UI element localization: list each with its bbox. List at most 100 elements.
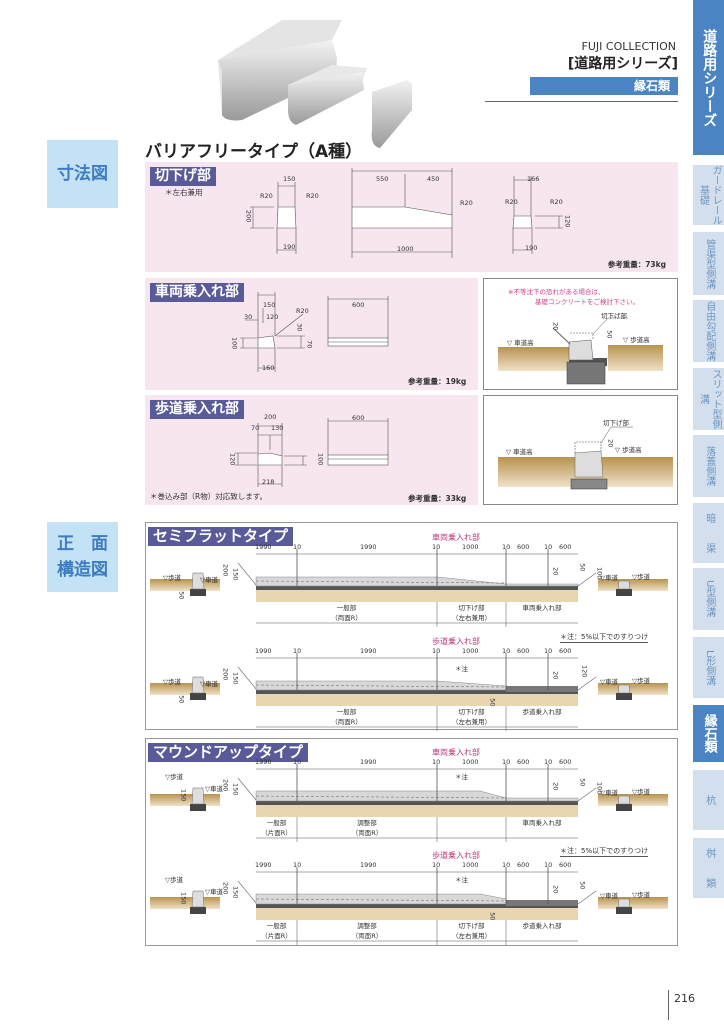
dim-label: 150 bbox=[263, 301, 276, 309]
dim-label: 30 bbox=[295, 323, 304, 332]
sidebar-tab-label: 暗 渠 bbox=[703, 513, 715, 553]
profile-title: 車両乗入れ部 bbox=[432, 533, 480, 542]
right-gravel bbox=[616, 589, 632, 596]
sidebar-tab-label: U型側溝 bbox=[703, 580, 715, 618]
left-height-label: 150 bbox=[231, 886, 240, 899]
inset2-h1: 20 bbox=[606, 439, 615, 448]
base-layer bbox=[256, 586, 578, 590]
pedestrian-weight: 参考重量：33kg bbox=[408, 494, 467, 503]
hidden-line bbox=[255, 898, 507, 902]
right-height-label: 20 bbox=[551, 671, 560, 680]
segment-label: 切下げ部 bbox=[458, 708, 485, 716]
dim-label: 600 bbox=[559, 758, 572, 766]
right-gravel bbox=[616, 907, 632, 914]
sidebar-tab[interactable]: 自由勾配側溝 bbox=[693, 300, 724, 362]
left-sidewalk-label: ▽歩道 bbox=[165, 773, 183, 781]
left-ramp bbox=[237, 880, 257, 904]
dim-label: 120 bbox=[228, 453, 237, 466]
dim-label: 100 bbox=[316, 453, 325, 466]
right-sidewalk-label: ▽歩道 bbox=[632, 677, 650, 685]
hidden-line bbox=[255, 795, 507, 799]
segment-label: 歩道乗入れ部 bbox=[522, 708, 562, 716]
dim-label: 1990 bbox=[255, 861, 272, 869]
left-curb bbox=[191, 787, 205, 805]
dim-label: R20 bbox=[296, 307, 309, 315]
dim-label: 10 bbox=[502, 543, 511, 551]
dim-label: 160 bbox=[262, 364, 275, 372]
dim-label: 10 bbox=[544, 647, 553, 655]
inset2-sidewalk: ▽ 歩道高 bbox=[615, 446, 642, 454]
cut-drawing bbox=[250, 168, 563, 258]
left-road-label: ▽車道 bbox=[200, 680, 218, 688]
segment-label: 歩道乗入れ部 bbox=[522, 922, 562, 930]
dim-label: 10 bbox=[544, 758, 553, 766]
dim-label: 1990 bbox=[255, 647, 272, 655]
segment-sublabel: （左右兼用） bbox=[452, 718, 491, 726]
dim-label: 600 bbox=[517, 543, 530, 551]
dim-label: 10 bbox=[502, 647, 511, 655]
ground bbox=[256, 590, 578, 602]
inset1-part: 切下げ部 bbox=[601, 312, 627, 320]
sidebar-tab[interactable]: 縁石類 bbox=[693, 705, 724, 762]
dim-label: 120 bbox=[563, 215, 572, 228]
sidebar-tab[interactable]: 暗 渠 bbox=[693, 503, 724, 563]
right-ground bbox=[598, 897, 668, 909]
mound-up-tag: マウンドアップタイプ bbox=[148, 743, 309, 762]
left-height-label: 50 bbox=[177, 591, 186, 600]
profile-title: 車両乗入れ部 bbox=[432, 748, 480, 757]
dim-label: 1990 bbox=[360, 647, 377, 655]
profile-drawing bbox=[150, 549, 668, 627]
base-layer bbox=[256, 904, 578, 908]
lowered-curb bbox=[506, 686, 578, 692]
sidebar-tab[interactable]: U型側溝 bbox=[693, 568, 724, 630]
left-height-label: 150 bbox=[179, 789, 188, 802]
curb-profile bbox=[255, 790, 579, 802]
left-height-label: 200 bbox=[221, 668, 230, 681]
sidebar-tab-label: 杭 bbox=[703, 795, 715, 805]
dim-label: R20 bbox=[550, 198, 563, 206]
front-structure-label: 正 面 構造図 bbox=[47, 522, 118, 592]
sidebar-tab[interactable]: 道路用シリーズ bbox=[693, 0, 724, 155]
lowered-curb bbox=[506, 900, 578, 906]
right-height-label: 20 bbox=[551, 885, 560, 894]
left-height-label: 200 bbox=[221, 779, 230, 792]
dim-label: 1990 bbox=[255, 543, 272, 551]
installation-svg-2 bbox=[498, 426, 673, 490]
segment-sublabel: （片面R） bbox=[261, 829, 292, 837]
category-bar: 縁石類 bbox=[530, 77, 678, 95]
sidebar-tab[interactable]: L形側溝 bbox=[693, 637, 724, 698]
sidebar-tab[interactable]: 杭 bbox=[693, 770, 724, 830]
right-road-label: ▽車道 bbox=[600, 789, 618, 797]
left-ramp bbox=[237, 666, 257, 690]
segment-label: 車両乗入れ部 bbox=[522, 604, 562, 612]
sidebar-tab-label: スリット型側溝 bbox=[697, 369, 722, 429]
dim-label: 10 bbox=[502, 758, 511, 766]
installation-svg-1 bbox=[498, 317, 663, 385]
semi-flat-tag: セミフラットタイプ bbox=[148, 527, 294, 546]
dim-label: 1990 bbox=[360, 543, 377, 551]
dim-label: 166 bbox=[527, 175, 540, 183]
segment-sublabel: （左右兼用） bbox=[452, 614, 491, 622]
sidebar-tab-label: 縁石類 bbox=[701, 714, 717, 753]
note-marker: ＊注 bbox=[455, 665, 468, 673]
right-curb bbox=[617, 684, 631, 694]
dim-label: 1000 bbox=[462, 647, 479, 655]
right-ramp bbox=[577, 572, 597, 587]
sidebar-tab-label: 道路用シリーズ bbox=[701, 28, 718, 127]
sidebar-tab[interactable]: ガードレール基礎 bbox=[693, 165, 724, 225]
sidebar-tab[interactable]: 管渠型側溝 bbox=[693, 232, 724, 295]
vehicle-drawing bbox=[240, 292, 389, 372]
dim-label: 70 bbox=[305, 340, 314, 349]
sidebar-tab[interactable]: 落蓋側溝 bbox=[693, 435, 724, 497]
segment-label: 一般部 bbox=[336, 604, 357, 612]
sidebar-tab[interactable]: 桝 類 bbox=[693, 838, 724, 898]
pedestrian-footnote: ＊巻込み部（R物）対応致します。 bbox=[150, 492, 267, 501]
profile-drawing bbox=[150, 764, 668, 842]
sidebar-tab[interactable]: スリット型側溝 bbox=[693, 368, 724, 430]
left-height-label: 150 bbox=[231, 783, 240, 796]
left-road-label: ▽車道 bbox=[205, 888, 223, 896]
right-gravel bbox=[616, 804, 632, 811]
right-curb bbox=[617, 898, 631, 908]
segment-sublabel: （片面R） bbox=[261, 932, 292, 940]
inset1-h2: 50 bbox=[605, 330, 614, 339]
